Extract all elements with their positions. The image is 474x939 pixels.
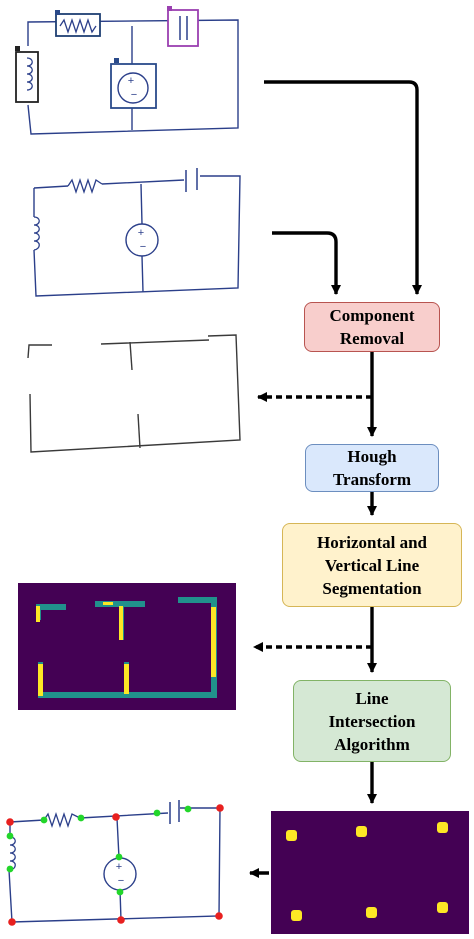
corner-node-marker [117, 916, 125, 924]
arrow-raw-to-removal [272, 231, 341, 295]
junction-node-marker [77, 814, 85, 822]
hough-transform-box: Hough Transform [305, 444, 439, 492]
junction-node-marker [6, 865, 14, 873]
corner-node-marker [8, 918, 16, 926]
component-removal-box: Component Removal [304, 302, 440, 352]
inductor-bounding-box [15, 51, 39, 103]
corner-node-marker [112, 813, 120, 821]
source-plus-label: + [128, 75, 134, 87]
component-removal-label: Component Removal [329, 306, 415, 348]
source-plus-label: + [138, 227, 144, 239]
junction-node-marker [6, 832, 14, 840]
hough-transform-label: Hough Transform [332, 447, 412, 489]
intersection-image [271, 811, 469, 934]
junction-node-marker [116, 888, 124, 896]
components-removed-image [27, 334, 241, 453]
junction-node-marker [153, 809, 161, 817]
source-plus-label: + [116, 861, 122, 873]
corner-node-marker [216, 804, 224, 812]
annotated-circuit-image: + − [15, 6, 239, 135]
line-segmentation-label: Horizontal and Vertical Line Segmentatio… [316, 532, 428, 598]
detected-nodes-image: + − [6, 800, 224, 926]
source-minus-label: − [140, 241, 146, 253]
voltage-source-symbol [125, 223, 159, 257]
junction-node-marker [40, 816, 48, 824]
arrow-annotated-to-removal [264, 80, 422, 295]
source-minus-label: − [131, 89, 137, 101]
corner-node-marker [215, 912, 223, 920]
junction-node-marker [184, 805, 192, 813]
voltage-source-symbol [117, 72, 149, 104]
segmentation-image [18, 583, 236, 710]
line-intersection-box: Line Intersection Algorithm [293, 680, 451, 762]
resistor-symbol [67, 177, 103, 195]
raw-circuit-image: + − [33, 168, 241, 297]
corner-node-marker [6, 818, 14, 826]
line-segmentation-box: Horizontal and Vertical Line Segmentatio… [282, 523, 462, 607]
resistor-symbol [43, 811, 81, 829]
source-minus-label: − [118, 875, 124, 887]
resistor-symbol [59, 17, 97, 35]
line-intersection-label: Line Intersection Algorithm [328, 688, 416, 754]
flow-arrows [249, 80, 422, 878]
capacitor-bounding-box [167, 9, 199, 47]
junction-node-marker [115, 853, 123, 861]
